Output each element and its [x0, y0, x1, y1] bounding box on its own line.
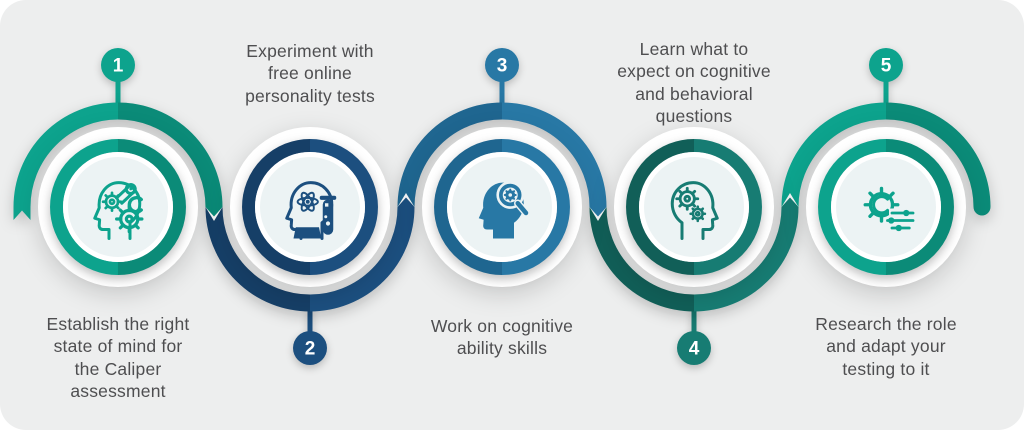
step-4-circle [614, 127, 774, 287]
step-5-circle [806, 127, 966, 287]
step-4-number: 4 [689, 339, 700, 360]
step-2-arc-left [205, 206, 311, 312]
step-3-circle [422, 127, 582, 287]
gear-sliders-icon [865, 188, 915, 233]
serpentine-ribbon [13, 102, 991, 312]
step-4-inner-ring-right [693, 139, 762, 275]
step-1-number: 1 [113, 56, 124, 77]
step-3-inner-ring-left [434, 139, 503, 275]
step-3-inner-ring-right [501, 139, 570, 275]
head-two-gears-icon [670, 181, 719, 240]
step-markers: 1 2 3 4 5 [101, 48, 903, 365]
junction-3-chevron [589, 207, 607, 217]
ribbon-end-cap [973, 198, 991, 216]
step-3-arc-right [501, 102, 607, 208]
step-4-arc-left [589, 206, 695, 312]
step-2-number-badge [293, 331, 327, 365]
step-3-number-badge [485, 48, 519, 82]
step-4-inner-ring-left [626, 139, 695, 275]
step-1-number-badge [101, 48, 135, 82]
step-1-stem [115, 80, 121, 106]
step-3-arc-left [397, 102, 503, 208]
step-5-number-badge [869, 48, 903, 82]
step-4-stem [691, 308, 697, 333]
step-3-stem [499, 80, 505, 106]
step-2-label: Experiment with free online personality … [245, 41, 375, 106]
head-with-gears-icon [93, 181, 142, 240]
step-2-circle [230, 127, 390, 287]
step-1-arc-right [117, 102, 223, 208]
step-1-circle [38, 127, 198, 287]
step-2-arc-right [309, 206, 415, 312]
step-2-number: 2 [305, 339, 316, 360]
step-2-inner-ring-right [309, 139, 378, 275]
junction-chevrons [205, 193, 799, 221]
head-atom-test-tube-icon [285, 181, 337, 240]
step-5-arc-right [885, 102, 991, 208]
step-1-inner-ring-right [117, 139, 186, 275]
head-magnifier-gear-icon [478, 181, 530, 239]
step-5-inner-ring-left [818, 139, 887, 275]
step-5-label: Research the role and adapt your testing… [815, 314, 957, 379]
step-3-label: Work on cognitive ability skills [430, 316, 574, 359]
step-5-arc-left [781, 102, 887, 208]
step-5-number: 5 [881, 56, 892, 77]
junction-1-chevron [205, 207, 223, 217]
step-2-inner-ring-left [242, 139, 311, 275]
ribbon-start-swallowtail [13, 207, 31, 220]
junction-4-chevron [781, 197, 799, 207]
step-4-label: Learn what to expect on cognitive and be… [617, 39, 771, 127]
step-2-stem [307, 308, 313, 333]
step-4-arc-right [693, 206, 799, 312]
step-4-number-badge [677, 331, 711, 365]
junction-2-chevron [397, 197, 415, 207]
step-5-inner-ring-right [885, 139, 954, 275]
step-3-number: 3 [497, 56, 508, 77]
step-1-arc-left [13, 102, 119, 208]
step-1-label: Establish the right state of mind for th… [46, 314, 190, 402]
step-5-icon-circle [836, 157, 936, 257]
step-5-stem [883, 80, 889, 106]
step-1-inner-ring-left [50, 139, 119, 275]
